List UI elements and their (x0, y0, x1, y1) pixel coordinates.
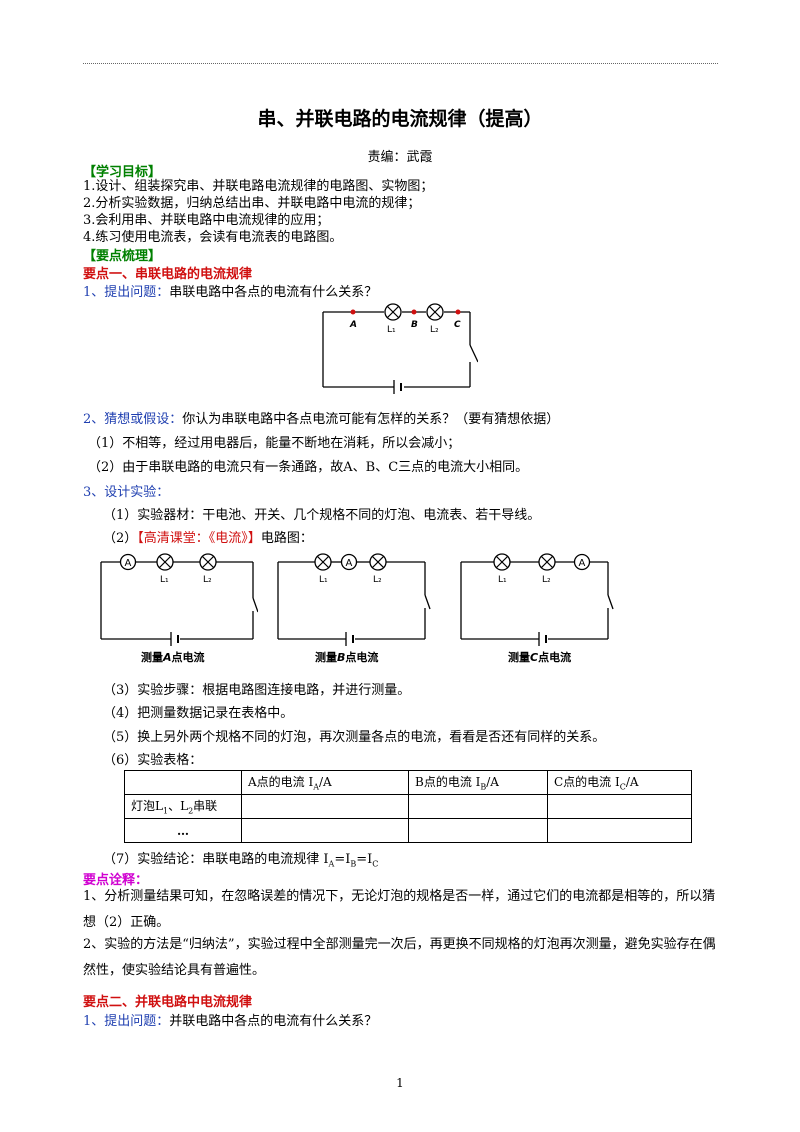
point-b-dot (411, 309, 417, 315)
question-2: 2、猜想或假设：你认为串联电路中各点电流可能有怎样的关系？（要有猜想依据） (83, 411, 559, 429)
circuit-measure-a: A L₁ L₂ 测量A点电流 (100, 553, 258, 664)
caption-a: 测量A点电流 (141, 650, 205, 664)
exp-step-2-suffix: 电路图： (260, 531, 313, 546)
exp-step-2-prefix: （2） (103, 531, 138, 546)
table-cell (241, 818, 409, 843)
experiment-table: A点的电流 IA/A B点的电流 IB/A C点的电流 IC/A 灯泡L1、L2… (124, 770, 692, 843)
label-l1: L₁ (319, 575, 328, 585)
series-circuit-diagram: A B C L₁ L₂ (322, 303, 478, 394)
lamp-l1-icon (314, 553, 332, 571)
label-l2: L₂ (430, 325, 439, 335)
circuit-measure-c: A L₁ L₂ 测量C点电流 (460, 553, 614, 664)
exp-conclusion: （7）实验结论：串联电路的电流规律 IA=IB=IC (103, 852, 379, 869)
table-cell (547, 818, 692, 843)
lamp-l2-icon (538, 553, 556, 571)
table-cell (547, 794, 692, 819)
circuit-measure-b: A L₁ L₂ 测量B点电流 (277, 553, 431, 664)
page-title: 串、并联电路的电流规律（提高） (257, 108, 543, 130)
exp-step-1: （1）实验器材：干电池、开关、几个规格不同的灯泡、电流表、若干导线。 (103, 508, 541, 523)
question-3-label: 3、设计实验： (83, 485, 170, 500)
exp-step-5: （5）换上另外两个规格不同的灯泡，再次测量各点的电流，看看是否还有同样的关系。 (103, 730, 606, 745)
svg-text:A: A (579, 558, 586, 569)
ammeter-icon: A (340, 553, 358, 571)
guess-1: （1）不相等，经过用电器后，能量不断地在消耗，所以会减小； (88, 436, 461, 451)
table-row: … (124, 818, 692, 843)
question-1-text: 串联电路中各点的电流有什么关系？ (169, 285, 378, 300)
caption-b: 测量B点电流 (315, 650, 378, 664)
goal-4: 4.练习使用电流表，会读有电流表的电路图。 (83, 230, 343, 245)
exp-step-3: （3）实验步骤：根据电路图连接电路，并进行测量。 (103, 683, 411, 698)
question-2-text: 你认为串联电路中各点电流可能有怎样的关系？（要有猜想依据） (182, 412, 560, 427)
notes-header: 要点诠释： (83, 873, 149, 888)
page-number: 1 (396, 1076, 404, 1090)
lamp-l1-icon (156, 553, 174, 571)
keypoint-2-title: 要点二、并联电路中电流规律 (83, 995, 253, 1010)
editor-line: 责编：武霞 (367, 150, 433, 165)
table-cell (124, 770, 242, 795)
kp2-question-1-label: 1、提出问题： (83, 1014, 170, 1029)
question-2-label: 2、猜想或假设： (83, 412, 183, 427)
keypoints-header: 【要点梳理】 (83, 249, 162, 264)
note-1: 1、分析测量结果可知，在忽略误差的情况下，无论灯泡的规格是否一样，通过它们的电流… (83, 889, 716, 930)
label-b: B (411, 320, 418, 330)
keypoint-1-title: 要点一、串联电路的电流规律 (83, 267, 253, 282)
table-row-label: 灯泡L1、L2串联 (124, 794, 242, 819)
label-l1: L₁ (160, 575, 169, 585)
label-a: A (349, 320, 357, 330)
label-l2: L₂ (373, 575, 382, 585)
lamp-l2-icon (369, 553, 387, 571)
kp2-question-1-text: 并联电路中各点的电流有什么关系？ (169, 1014, 378, 1029)
course-link[interactable]: 高清课堂：《电流》 (143, 531, 248, 546)
table-row-label: … (124, 818, 242, 843)
label-l2: L₂ (542, 575, 551, 585)
label-c: C (454, 320, 461, 330)
question-1-label: 1、提出问题： (83, 285, 170, 300)
svg-text:A: A (346, 558, 353, 569)
table-header-row: A点的电流 IA/A B点的电流 IB/A C点的电流 IC/A (124, 770, 692, 795)
exp-step-6: （6）实验表格： (103, 753, 203, 768)
link-bracket-open: 【 (137, 531, 144, 546)
label-l2: L₂ (203, 575, 212, 585)
link-bracket-close: 】 (247, 531, 261, 546)
table-header: B点的电流 IB/A (408, 770, 548, 795)
guess-2: （2）由于串联电路的电流只有一条通路，故A、B、C三点的电流大小相同。 (88, 460, 529, 475)
exp-step-2: （2）【高清课堂：《电流》】电路图： (103, 530, 313, 548)
table-cell (408, 794, 548, 819)
goals-header: 【学习目标】 (83, 165, 162, 180)
ammeter-icon: A (573, 553, 591, 571)
caption-c: 测量C点电流 (508, 650, 571, 664)
goal-3: 3.会利用串、并联电路中电流规律的应用； (83, 213, 330, 228)
lamp-l1-icon (493, 553, 511, 571)
table-header: A点的电流 IA/A (241, 770, 409, 795)
table-header: C点的电流 IC/A (547, 770, 692, 795)
table-cell (408, 818, 548, 843)
lamp-l1-icon (384, 303, 402, 321)
table-row: 灯泡L1、L2串联 (124, 794, 692, 819)
svg-text:A: A (125, 558, 132, 569)
exp-step-4: （4）把测量数据记录在表格中。 (103, 706, 294, 721)
point-c-dot (455, 309, 461, 315)
table-cell (241, 794, 409, 819)
note-2: 2、实验的方法是“归纳法”，实验过程中全部测量完一次后，再更换不同规格的灯泡再次… (83, 937, 716, 978)
label-l1: L₁ (387, 325, 396, 335)
header-rule (83, 63, 718, 64)
goal-1: 1.设计、组装探究串、并联电路电流规律的电路图、实物图； (83, 179, 434, 194)
point-a-dot (350, 309, 356, 315)
lamp-l2-icon (199, 553, 217, 571)
question-1: 1、提出问题：串联电路中各点的电流有什么关系？ (83, 284, 377, 302)
ammeter-icon: A (119, 553, 137, 571)
label-l1: L₁ (498, 575, 507, 585)
lamp-l2-icon (426, 303, 444, 321)
kp2-question-1: 1、提出问题：并联电路中各点的电流有什么关系？ (83, 1013, 377, 1031)
goal-2: 2.分析实验数据，归纳总结出串、并联电路中电流的规律； (83, 196, 421, 211)
